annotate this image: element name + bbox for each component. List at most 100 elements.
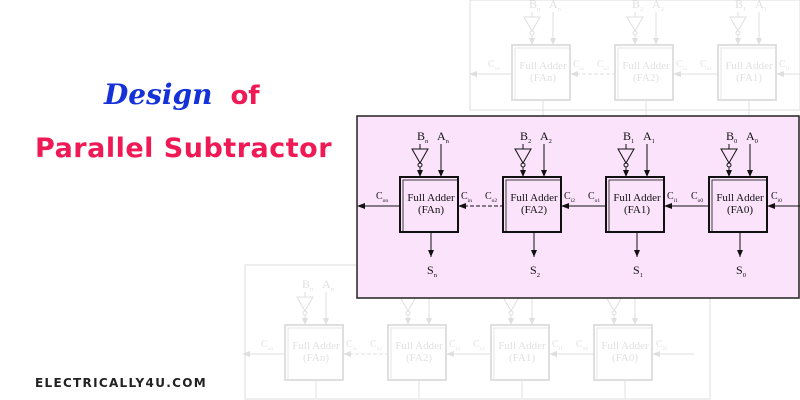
inverter-bubble (529, 30, 535, 36)
carry-out-label: Co0 (576, 339, 588, 352)
arrow-head (302, 318, 308, 325)
arrow-head (561, 203, 569, 209)
sum-label-subscript: 0 (743, 272, 747, 279)
carry-in-label: Cin (461, 191, 472, 204)
inverter-bubble (632, 30, 638, 36)
arrow-head (343, 351, 351, 357)
arrow-head (405, 318, 411, 325)
carry-out-label-subscript: o2 (492, 198, 498, 204)
inverter-icon (605, 296, 623, 313)
full-adder-id: (FA0) (612, 352, 638, 364)
full-adder-id: (FA1) (736, 72, 762, 84)
carry-in-label-subscript: i2 (456, 346, 461, 352)
full-adder-id: (FAn) (303, 352, 329, 364)
carry-out-label-subscript: on (383, 198, 389, 204)
inverter-bubble (302, 310, 308, 316)
input-a-label: A2 (540, 129, 552, 145)
diagram-panel (356, 115, 800, 299)
sum-label-subscript: 2 (537, 272, 540, 279)
input-a-label: An (549, 0, 562, 13)
full-adder-id: (FAn) (418, 204, 444, 216)
arrow-head (469, 71, 477, 77)
carry-out-label-subscript: o1 (480, 346, 486, 352)
title-of: of (230, 81, 260, 111)
input-b-label-subscript: 1 (743, 6, 746, 13)
sum-label: S1 (633, 263, 643, 279)
full-adder-label: Full Adder (519, 60, 567, 72)
carry-out-label: Co2 (370, 339, 382, 352)
carry-in-label-subscript: i1 (786, 66, 791, 72)
input-b-label-subscript: n (310, 286, 314, 293)
sum-label-subscript: n (434, 272, 438, 279)
carry-out-label-subscript: o0 (583, 346, 589, 352)
full-adder-label: Full Adder (407, 192, 455, 204)
inverter-icon (729, 16, 747, 33)
full-adder-label: Full Adder (725, 60, 773, 72)
input-b-label: B2 (632, 0, 643, 13)
sum-label: Sn (427, 263, 438, 279)
full-adder-id: (FA0) (727, 204, 753, 216)
input-a-label-subscript: n (558, 6, 562, 13)
arrow-head (438, 170, 444, 177)
arrow-head (632, 38, 638, 45)
carry-in-label: Ci0 (656, 339, 667, 352)
full-adder-id: (FA2) (521, 204, 547, 216)
input-b-label-subscript: 0 (734, 138, 738, 145)
carry-in-label-subscript: in (468, 198, 473, 204)
arrow-head (550, 38, 556, 45)
carry-in-label: Ci1 (667, 191, 678, 204)
input-b-label-subscript: 1 (631, 138, 634, 145)
arrow-head (776, 71, 784, 77)
arrow-head (570, 71, 578, 77)
carry-out-label-subscript: o0 (698, 198, 704, 204)
carry-in-label: Cin (573, 59, 584, 72)
arrow-head (529, 38, 535, 45)
carry-out-label: Con (261, 339, 273, 352)
inverter-icon (523, 16, 541, 33)
carry-in-label: Ci2 (449, 339, 460, 352)
inverter-bubble (611, 310, 617, 316)
carry-out-label-subscript: on (495, 66, 501, 72)
arrow-head (747, 170, 753, 177)
title-line-2: Parallel Subtractor (35, 133, 333, 164)
input-a-label-subscript: 2 (661, 6, 664, 13)
input-a-label: An (322, 277, 335, 293)
inverter-icon (296, 296, 314, 313)
arrow-head (652, 351, 660, 357)
carry-out-label-subscript: o1 (707, 66, 713, 72)
carry-in-label: Ci1 (552, 339, 563, 352)
arrow-head (644, 170, 650, 177)
sum-label: S2 (530, 263, 540, 279)
full-adder-box (614, 44, 674, 101)
input-a-label-subscript: n (446, 138, 450, 145)
carry-out-label-subscript: o2 (604, 66, 610, 72)
carry-out-label: Co2 (597, 59, 609, 72)
inverter-bubble (735, 30, 741, 36)
sum-label-subscript: 1 (640, 272, 643, 279)
inverter-icon (720, 148, 738, 165)
full-adder-inner-box (596, 327, 653, 381)
inverter-icon (502, 296, 520, 313)
full-adder-box (717, 44, 777, 101)
input-b-label-subscript: n (537, 6, 541, 13)
full-adder-label: Full Adder (498, 340, 546, 352)
arrow-head (357, 203, 365, 209)
input-a-label: A2 (652, 0, 664, 13)
full-adder-box (511, 44, 571, 101)
inverter-icon (411, 148, 429, 165)
full-adder-box (593, 324, 653, 381)
full-adder-id: (FA2) (406, 352, 432, 364)
carry-in-label-subscript: i0 (663, 346, 668, 352)
arrow-head (426, 318, 432, 325)
arrow-head (531, 250, 537, 257)
input-a-label: A1 (755, 0, 767, 13)
input-b-label: Bn (302, 277, 314, 293)
arrow-head (735, 38, 741, 45)
arrow-head (541, 170, 547, 177)
